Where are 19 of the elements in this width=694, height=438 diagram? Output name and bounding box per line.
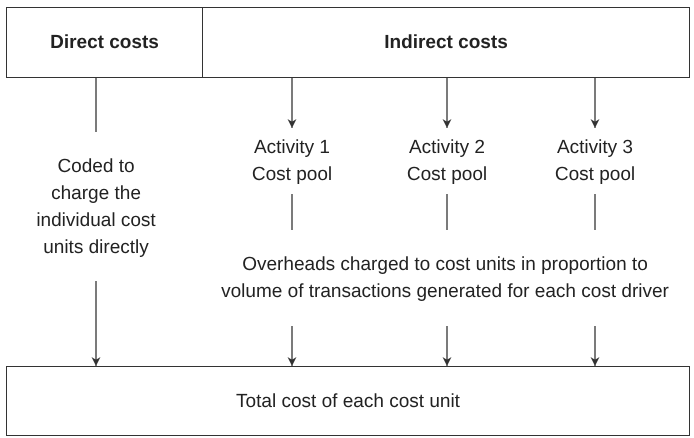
flow-text: Overheads charged to cost units in proportion to volume of transactions generated for each cost driver [196, 232, 694, 324]
arrow [590, 326, 600, 366]
arrow [590, 78, 600, 128]
arrow [442, 78, 452, 128]
arrow [92, 281, 100, 366]
connector-line [594, 194, 596, 230]
connector-line [291, 194, 293, 230]
cost-pool-text: Activity 1 Cost pool [232, 130, 352, 192]
cost-pool-text: Activity 2 Cost pool [387, 130, 507, 192]
connector-line [95, 78, 97, 132]
arrow [288, 326, 296, 366]
cost-pool-text: Activity 3 Cost pool [535, 130, 655, 192]
cost-category-box: Direct costs [6, 7, 203, 78]
arrow [288, 78, 296, 128]
cost-category-box: Indirect costs [202, 7, 690, 78]
arrow [442, 326, 452, 366]
total-cost-box: Total cost of each cost unit [6, 366, 690, 436]
connector-line [446, 194, 448, 230]
flow-text: Coded to charge the individual cost units directly [32, 134, 160, 279]
